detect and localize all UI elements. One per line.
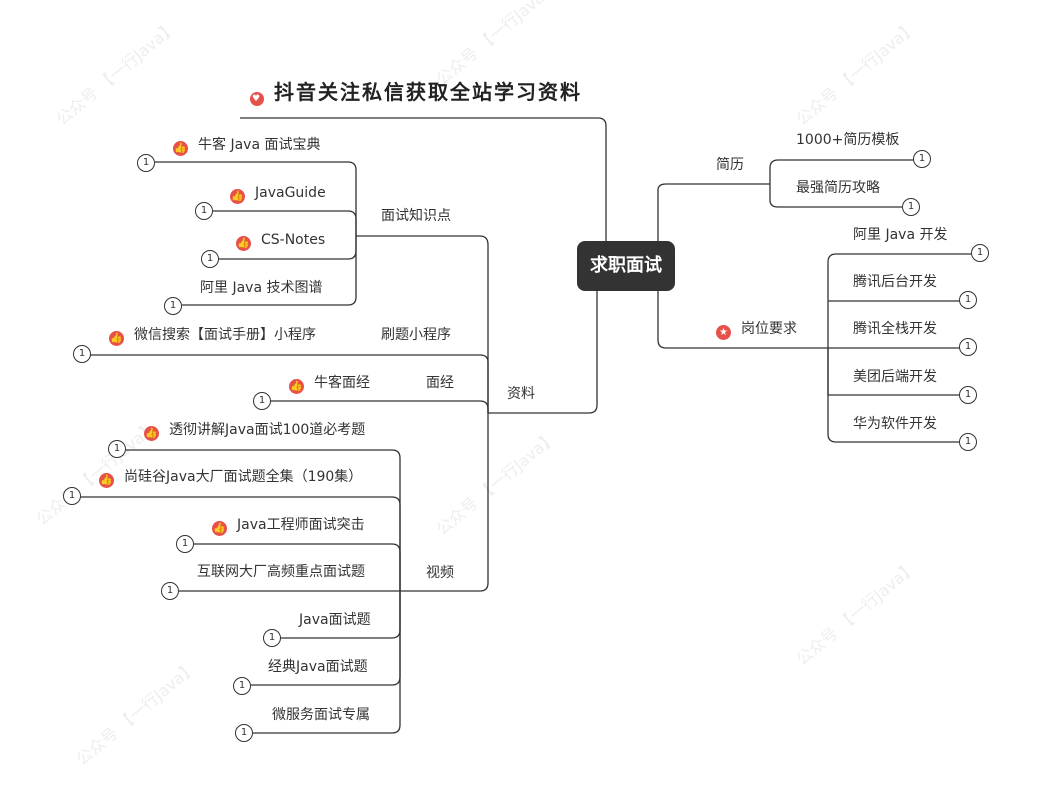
count-badge[interactable]: 1 xyxy=(959,291,977,309)
group-miniprogram[interactable]: 刷题小程序 xyxy=(381,327,451,343)
thumbs-up-icon: 👍 xyxy=(144,426,159,441)
count-badge[interactable]: 1 xyxy=(137,154,155,172)
knowledge-item[interactable]: 阿里 Java 技术图谱 xyxy=(200,280,323,296)
thumbs-up-icon: 👍 xyxy=(289,379,304,394)
count-badge[interactable]: 1 xyxy=(73,345,91,363)
group-interview[interactable]: 面经 xyxy=(426,375,454,391)
job-item[interactable]: 腾讯全栈开发 xyxy=(853,321,937,337)
video-item[interactable]: 微服务面试专属 xyxy=(272,707,370,723)
video-item[interactable]: 👍透彻讲解Java面试100道必考题 xyxy=(144,422,366,441)
branch-jobs[interactable]: ★ 岗位要求 xyxy=(716,320,797,340)
knowledge-item[interactable]: 👍牛客 Java 面试宝典 xyxy=(173,137,321,156)
branch-resume[interactable]: 简历 xyxy=(716,157,744,173)
thumbs-up-icon: 👍 xyxy=(173,141,188,156)
thumbs-up-icon: 👍 xyxy=(212,521,227,536)
count-badge[interactable]: 1 xyxy=(108,440,126,458)
count-badge[interactable]: 1 xyxy=(176,535,194,553)
count-badge[interactable]: 1 xyxy=(902,198,920,216)
miniprogram-item[interactable]: 👍微信搜索【面试手册】小程序 xyxy=(109,327,316,346)
count-badge[interactable]: 1 xyxy=(971,244,989,262)
video-item[interactable]: 👍Java工程师面试突击 xyxy=(212,517,365,536)
count-badge[interactable]: 1 xyxy=(235,724,253,742)
thumbs-up-icon: 👍 xyxy=(109,331,124,346)
video-item[interactable]: 互联网大厂高频重点面试题 xyxy=(197,564,365,580)
count-badge[interactable]: 1 xyxy=(959,338,977,356)
star-icon: ★ xyxy=(716,325,731,340)
count-badge[interactable]: 1 xyxy=(233,677,251,695)
count-badge[interactable]: 1 xyxy=(195,202,213,220)
job-item[interactable]: 阿里 Java 开发 xyxy=(853,227,948,243)
thumbs-up-icon: 👍 xyxy=(99,473,114,488)
video-item[interactable]: 👍尚硅谷Java大厂面试题全集（190集） xyxy=(99,469,363,488)
job-item[interactable]: 华为软件开发 xyxy=(853,416,937,432)
count-badge[interactable]: 1 xyxy=(263,629,281,647)
group-knowledge[interactable]: 面试知识点 xyxy=(381,208,451,224)
knowledge-item[interactable]: 👍JavaGuide xyxy=(230,185,326,204)
center-node[interactable]: 求职面试 xyxy=(577,241,675,291)
count-badge[interactable]: 1 xyxy=(63,487,81,505)
banner-text: 抖音关注私信获取全站学习资料 xyxy=(274,80,582,104)
count-badge[interactable]: 1 xyxy=(253,392,271,410)
count-badge[interactable]: 1 xyxy=(201,250,219,268)
resume-item[interactable]: 1000+简历模板 xyxy=(796,132,900,148)
count-badge[interactable]: 1 xyxy=(959,433,977,451)
job-item[interactable]: 美团后端开发 xyxy=(853,369,937,385)
count-badge[interactable]: 1 xyxy=(959,386,977,404)
knowledge-item[interactable]: 👍CS-Notes xyxy=(236,232,326,251)
video-item[interactable]: 经典Java面试题 xyxy=(268,659,368,675)
count-badge[interactable]: 1 xyxy=(913,150,931,168)
branch-jobs-label: 岗位要求 xyxy=(741,321,797,337)
heart-icon: ♥ xyxy=(250,92,264,106)
count-badge[interactable]: 1 xyxy=(161,582,179,600)
video-item[interactable]: Java面试题 xyxy=(299,612,371,628)
job-item[interactable]: 腾讯后台开发 xyxy=(853,274,937,290)
thumbs-up-icon: 👍 xyxy=(230,189,245,204)
resume-item[interactable]: 最强简历攻略 xyxy=(796,180,880,196)
interview-item[interactable]: 👍牛客面经 xyxy=(289,375,370,394)
count-badge[interactable]: 1 xyxy=(164,297,182,315)
thumbs-up-icon: 👍 xyxy=(236,236,251,251)
banner-title: ♥ 抖音关注私信获取全站学习资料 xyxy=(250,76,582,106)
branch-materials[interactable]: 资料 xyxy=(507,386,535,402)
group-video[interactable]: 视频 xyxy=(426,565,454,581)
